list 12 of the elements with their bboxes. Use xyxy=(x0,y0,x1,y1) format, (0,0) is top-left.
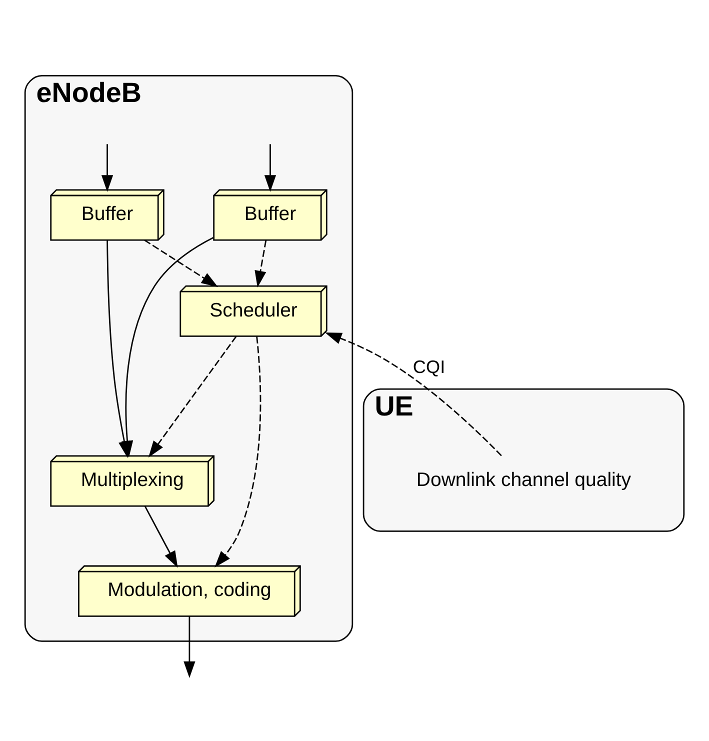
arrow xyxy=(184,616,196,678)
edge-label: CQI xyxy=(412,356,446,376)
arrow xyxy=(264,144,276,192)
arrow xyxy=(101,144,114,192)
arrow xyxy=(148,336,237,457)
arrow xyxy=(144,505,178,568)
node-text: Downlink channel quality xyxy=(416,468,632,491)
arrow xyxy=(324,332,502,456)
arrow xyxy=(144,239,218,287)
arrow xyxy=(254,240,267,288)
arrow xyxy=(106,240,130,458)
arrow xyxy=(214,336,262,568)
